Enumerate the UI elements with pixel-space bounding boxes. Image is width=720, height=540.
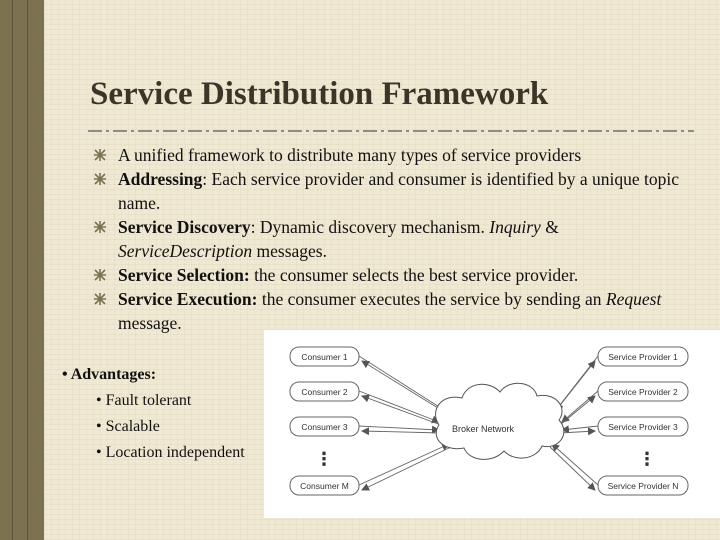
diagram-arrow xyxy=(358,443,450,486)
consumer-node xyxy=(289,381,360,402)
bullet-icon xyxy=(94,293,106,305)
bullet-icon xyxy=(94,221,106,233)
advantage-item: • Location independent xyxy=(96,444,245,461)
bullet-item: Addressing: Each service provider and co… xyxy=(94,167,694,215)
bullet-list: A unified framework to distribute many t… xyxy=(94,143,694,335)
bullet-text: Addressing xyxy=(118,169,203,189)
bullet-text: Service Discovery xyxy=(118,217,251,237)
diagram-arrow xyxy=(358,390,440,424)
diagram-arrow xyxy=(358,355,445,411)
diagram-arrow xyxy=(549,446,596,491)
left-decorative-bar xyxy=(0,0,44,540)
diagram-arrow xyxy=(361,394,442,426)
advantage-item: • Fault tolerant xyxy=(96,392,192,409)
bullet-text: the consumer executes the service by sen… xyxy=(257,289,606,309)
advantage-item: • Scalable xyxy=(96,418,160,435)
broker-network-diagram: Broker Network Consumer 1 Consumer 2 Con… xyxy=(264,330,720,518)
bullet-text: : Each service provider and consumer is … xyxy=(118,169,680,213)
consumer-label: Consumer M xyxy=(300,481,349,491)
provider-node xyxy=(597,346,689,367)
bullet-item: Service Discovery: Dynamic discovery mec… xyxy=(94,215,694,263)
bullet-text: A unified framework to distribute many t… xyxy=(118,145,582,165)
provider-node xyxy=(597,416,689,437)
bullet-text: Service Selection: xyxy=(118,265,250,285)
provider-ellipsis: ⋮ xyxy=(638,449,656,470)
consumer-node xyxy=(289,475,360,496)
consumer-label: Consumer 2 xyxy=(301,387,348,397)
consumer-node xyxy=(289,346,360,367)
bullet-icon xyxy=(94,173,106,185)
provider-label: Service Provider 1 xyxy=(608,352,678,362)
diagram-arrow xyxy=(553,360,596,414)
diagram-arrow xyxy=(361,360,447,414)
diagram-arrow xyxy=(358,425,440,434)
bullet-text: : Dynamic discovery mechanism. xyxy=(250,217,490,237)
bullet-text: & xyxy=(540,217,559,237)
diagram-svg: Broker Network Consumer 1 Consumer 2 Con… xyxy=(289,346,689,496)
bullet-text: ServiceDescription xyxy=(118,241,253,261)
consumer-label: Consumer 1 xyxy=(301,352,348,362)
broker-network-label: Broker Network xyxy=(452,424,515,434)
diagram-arrow xyxy=(361,427,442,436)
bullet-item: Service Execution: the consumer executes… xyxy=(94,287,694,335)
diagram-edges xyxy=(358,355,599,491)
advantages-heading: • Advantages: xyxy=(62,366,157,383)
provider-label: Service Provider 2 xyxy=(608,387,678,397)
bullet-text: the consumer selects the best service pr… xyxy=(249,265,579,285)
bullet-text: Service Execution: xyxy=(118,289,258,309)
advantages-block: • Advantages: • Fault tolerant • Scalabl… xyxy=(62,362,245,466)
bullet-text: Inquiry xyxy=(489,217,541,237)
slide-title: Service Distribution Framework xyxy=(90,76,549,112)
diagram-arrow xyxy=(561,425,599,434)
bullet-icon xyxy=(94,149,106,161)
consumer-ellipsis: ⋮ xyxy=(315,449,333,470)
broker-cloud-shape xyxy=(435,382,565,460)
diagram-arrow xyxy=(559,395,596,426)
provider-node xyxy=(597,381,689,402)
provider-label: Service Provider N xyxy=(608,481,679,491)
diagram-arrow xyxy=(559,427,596,436)
title-divider xyxy=(88,130,694,132)
consumer-label: Consumer 3 xyxy=(301,422,348,432)
provider-node xyxy=(597,475,689,496)
bullet-item: A unified framework to distribute many t… xyxy=(94,143,694,167)
consumer-node xyxy=(289,416,360,437)
provider-label: Service Provider 3 xyxy=(608,422,678,432)
bullet-text: messages. xyxy=(252,241,327,261)
bullet-item: Service Selection: the consumer selects … xyxy=(94,263,694,287)
bullet-icon xyxy=(94,269,106,281)
diagram-arrow xyxy=(361,446,452,491)
diagram-arrow xyxy=(551,443,599,486)
bullet-text: message. xyxy=(118,313,182,333)
bullet-text: Request xyxy=(605,289,662,309)
